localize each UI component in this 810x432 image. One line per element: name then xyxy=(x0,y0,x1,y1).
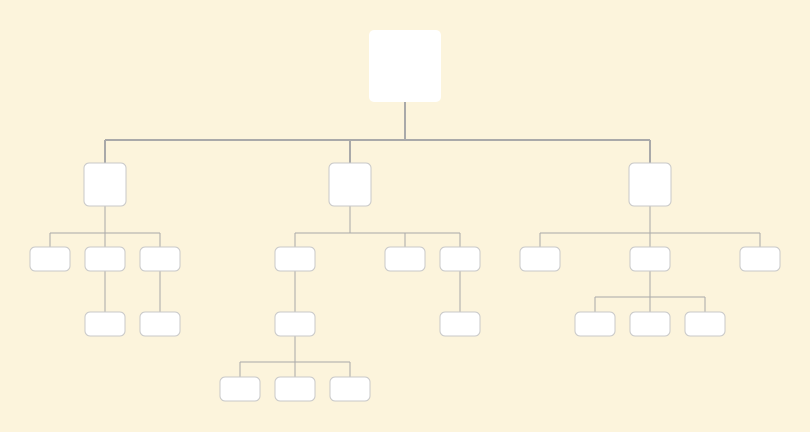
b3-child-node-3[interactable] xyxy=(739,246,781,272)
connector-lines xyxy=(49,102,761,377)
b2-child-node-1[interactable] xyxy=(274,246,316,272)
b2-deep-node-2[interactable] xyxy=(274,376,316,402)
b1-child-node-3[interactable] xyxy=(139,246,181,272)
b3-grandchild-node-1[interactable] xyxy=(574,311,616,337)
b1-grandchild-node-1[interactable] xyxy=(84,311,126,337)
b2-child-node-3[interactable] xyxy=(439,246,481,272)
b3-grandchild-node-3[interactable] xyxy=(684,311,726,337)
b3-grandchild-node-2[interactable] xyxy=(629,311,671,337)
root-node-label: PM xyxy=(381,48,429,84)
level1-node-1[interactable] xyxy=(83,162,127,207)
root-node[interactable] xyxy=(369,30,441,102)
b1-child-node-1[interactable] xyxy=(29,246,71,272)
b3-child-node-1[interactable] xyxy=(519,246,561,272)
b2-grandchild-node-1[interactable] xyxy=(274,311,316,337)
chart-nodes: PM xyxy=(29,30,781,402)
level1-node-3[interactable] xyxy=(628,162,672,207)
b3-child-node-2[interactable] xyxy=(629,246,671,272)
b1-grandchild-node-2[interactable] xyxy=(139,311,181,337)
b1-child-node-2[interactable] xyxy=(84,246,126,272)
b2-grandchild-node-2[interactable] xyxy=(439,311,481,337)
b2-deep-node-3[interactable] xyxy=(329,376,371,402)
level1-node-2[interactable] xyxy=(328,162,372,207)
b2-deep-node-1[interactable] xyxy=(219,376,261,402)
b2-child-node-2[interactable] xyxy=(384,246,426,272)
